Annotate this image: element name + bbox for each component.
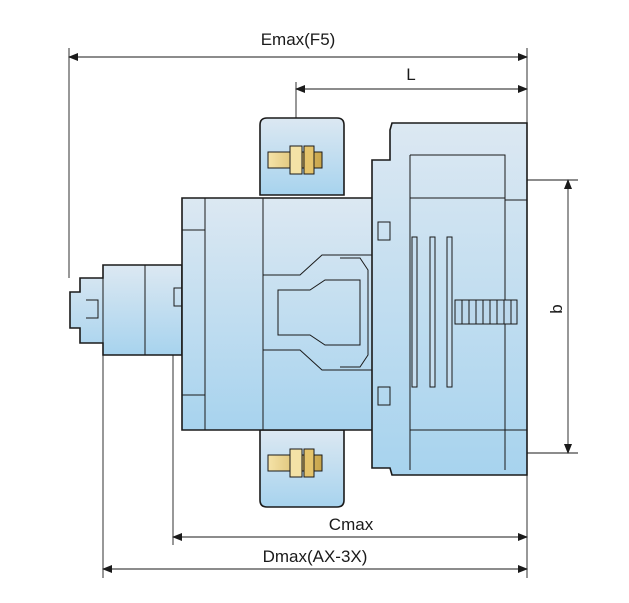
- mechanism: [262, 221, 391, 406]
- label-b: b: [547, 304, 566, 313]
- contact-slots: [411, 236, 518, 388]
- auxiliary-contact-block: [69, 264, 183, 356]
- label-cmax: Cmax: [329, 515, 374, 534]
- label-l: L: [406, 65, 415, 84]
- top-terminal: [259, 117, 345, 196]
- label-dmax: Dmax(AX-3X): [263, 547, 368, 566]
- label-emax: Emax(F5): [261, 30, 336, 49]
- bottom-terminal: [259, 429, 345, 508]
